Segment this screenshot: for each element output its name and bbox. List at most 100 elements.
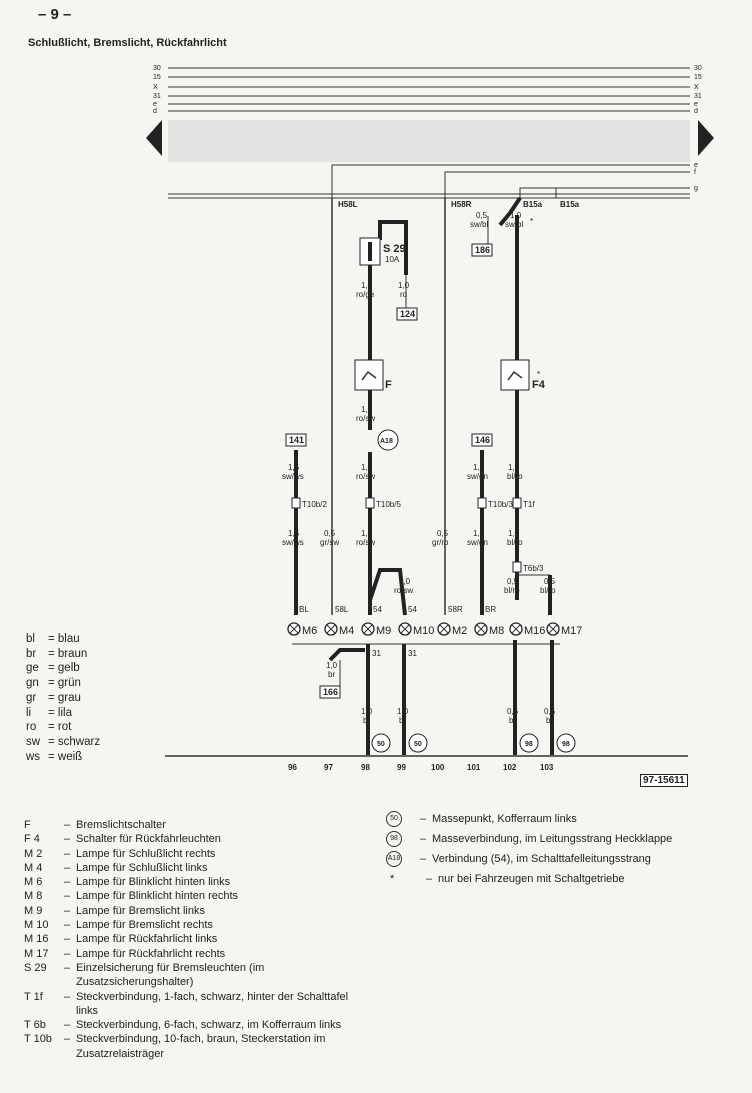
svg-text:sw/ws: sw/ws [282, 538, 304, 547]
svg-text:0,5: 0,5 [476, 211, 488, 220]
lamp-label: M17 [561, 625, 582, 637]
bus-labels-left: 30 15 X 31 e d [153, 65, 161, 115]
connector-a18: A18 [380, 438, 393, 445]
bus-f [444, 171, 690, 198]
connector-label: T10b/5 [376, 500, 401, 509]
lamp-m10-icon [398, 622, 412, 636]
bus-label: X [153, 84, 158, 91]
svg-text:0,5: 0,5 [544, 577, 556, 586]
svg-text:98: 98 [562, 741, 570, 748]
harness-band [168, 120, 690, 162]
svg-text:1,0: 1,0 [508, 529, 520, 538]
svg-text:sw/bl: sw/bl [505, 220, 523, 229]
connector-label: T6b/3 [523, 564, 544, 573]
star-symbol: * [390, 873, 395, 885]
bus-label: 15 [694, 74, 702, 81]
tap-label: B15a [523, 200, 543, 209]
ref-box: 146 [475, 435, 490, 445]
bus-label-e: e [694, 162, 698, 169]
bus-labels-right: 30 15 X 31 e d [694, 65, 702, 115]
lamp-label: M4 [339, 625, 354, 637]
bus-label: 31 [694, 93, 702, 100]
svg-text:1,0: 1,0 [361, 405, 373, 414]
svg-text:97: 97 [324, 763, 333, 772]
lamp-m17-icon [546, 622, 560, 636]
svg-text:98: 98 [525, 741, 533, 748]
bus-label: d [153, 108, 157, 115]
bus-label-g: g [694, 185, 698, 192]
arrow-left-icon [146, 120, 162, 156]
svg-text:sw/ws: sw/ws [282, 472, 304, 481]
svg-text:98: 98 [361, 763, 370, 772]
lamp-label: M16 [524, 625, 545, 637]
svg-text:sw/gn: sw/gn [467, 538, 488, 547]
star-mark: * [537, 370, 540, 379]
lamp-m9-icon [361, 622, 375, 636]
svg-text:bl/ro: bl/ro [507, 472, 523, 481]
svg-text:1,0: 1,0 [361, 707, 373, 716]
svg-text:1,0: 1,0 [361, 463, 373, 472]
svg-text:1,0: 1,0 [398, 281, 410, 290]
ref-box: 141 [289, 435, 304, 445]
svg-text:1,0: 1,0 [397, 707, 409, 716]
connector-label: T10b/2 [302, 500, 327, 509]
svg-text:1,0: 1,0 [508, 463, 520, 472]
svg-text:58L: 58L [335, 605, 349, 614]
svg-text:1,0: 1,0 [399, 577, 411, 586]
svg-text:gr/sw: gr/sw [320, 538, 339, 547]
svg-text:1,5: 1,5 [288, 463, 300, 472]
drawing-id: 97-15611 [640, 774, 688, 787]
svg-text:ro: ro [400, 290, 408, 299]
ground-symbol-icon: 98 [386, 831, 402, 847]
arrow-right-icon [698, 120, 714, 156]
svg-text:br: br [546, 716, 553, 725]
ref-box: 124 [400, 309, 415, 319]
bus-label: e [694, 101, 698, 108]
wiring-diagram: 30 15 X 31 e d 30 15 X 31 e d e f g H58L… [146, 65, 714, 772]
bus-label: 31 [153, 93, 161, 100]
lamp-label: M8 [489, 625, 504, 637]
svg-text:1,5: 1,5 [288, 529, 300, 538]
svg-text:103: 103 [540, 763, 554, 772]
svg-text:BR: BR [485, 605, 496, 614]
svg-text:ro/ge: ro/ge [356, 290, 375, 299]
svg-text:1,0: 1,0 [326, 661, 338, 670]
svg-text:0,5: 0,5 [324, 529, 336, 538]
svg-text:1,0: 1,0 [361, 281, 373, 290]
svg-text:58R: 58R [448, 605, 463, 614]
pin-labels: BL 58L 54 54 58R BR 31 31 [299, 605, 496, 658]
bus-label: 15 [153, 74, 161, 81]
svg-text:sw/bl: sw/bl [470, 220, 488, 229]
svg-text:gr/ro: gr/ro [432, 538, 449, 547]
lamp-m4-icon [324, 622, 338, 636]
fuse-rating: 10A [385, 255, 400, 264]
svg-text:31: 31 [372, 649, 381, 658]
svg-text:31: 31 [408, 649, 417, 658]
wire-labels: 0,5sw/bl 1,0sw/bl 1,0ro/ge 1,0ro 1,0ro/s… [282, 211, 556, 725]
svg-text:bl/ro: bl/ro [540, 586, 556, 595]
star-mark: * [530, 217, 533, 226]
svg-text:br: br [509, 716, 516, 725]
lamp-m6-icon [287, 622, 301, 636]
lamp-m8-icon [474, 622, 488, 636]
bus-lines [168, 67, 690, 112]
svg-text:54: 54 [373, 605, 382, 614]
svg-text:0,5: 0,5 [437, 529, 449, 538]
ref-box: 166 [323, 687, 338, 697]
tap-label: B15a [560, 200, 580, 209]
connector-label: T10b/3 [488, 500, 513, 509]
svg-text:sw/gn: sw/gn [467, 472, 488, 481]
bus-label: d [694, 108, 698, 115]
svg-text:100: 100 [431, 763, 445, 772]
tap-label: H58R [451, 200, 472, 209]
symbol-legend: 50–Massepunkt, Kofferraum links 98–Masse… [384, 811, 714, 892]
svg-text:102: 102 [503, 763, 517, 772]
svg-text:1,5: 1,5 [473, 463, 485, 472]
svg-text:br: br [363, 716, 370, 725]
svg-text:0,5: 0,5 [544, 707, 556, 716]
ground-symbol-icon: 50 [386, 811, 402, 827]
bus-label: X [694, 84, 699, 91]
svg-text:ro/sw: ro/sw [356, 538, 375, 547]
lamp-m2-icon [437, 622, 451, 636]
svg-text:96: 96 [288, 763, 297, 772]
